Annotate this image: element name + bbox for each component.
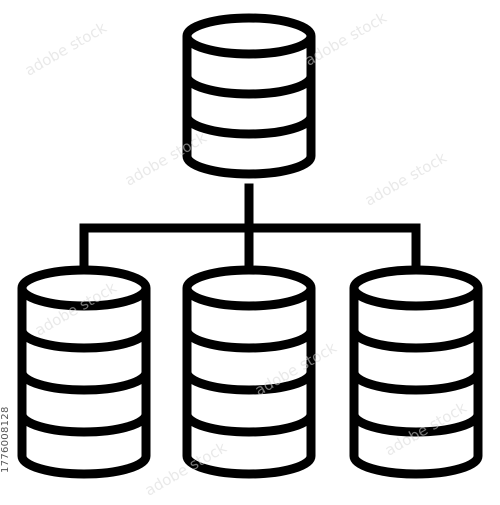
database-layer	[349, 372, 483, 437]
database-bottom-right-icon	[349, 265, 483, 479]
database-lid	[182, 265, 316, 311]
database-layer	[182, 116, 316, 179]
connector-lines	[79, 183, 421, 275]
stock-image-id: 1776008128	[0, 406, 11, 474]
database-lid	[182, 13, 316, 59]
database-layer	[182, 414, 316, 479]
database-layer	[182, 288, 316, 353]
database-layer	[349, 414, 483, 479]
database-lid	[349, 265, 483, 311]
database-layer	[182, 372, 316, 437]
database-bottom-center-icon	[182, 265, 316, 479]
database-layer	[182, 330, 316, 395]
database-layer	[182, 36, 316, 99]
database-bottom-left-icon	[17, 265, 151, 479]
database-layer	[17, 414, 151, 479]
database-layer	[182, 76, 316, 139]
database-layer	[17, 288, 151, 353]
database-layer	[17, 330, 151, 395]
database-top-icon	[182, 13, 316, 179]
database-layer	[349, 330, 483, 395]
database-layer	[17, 372, 151, 437]
database-layer	[349, 288, 483, 353]
